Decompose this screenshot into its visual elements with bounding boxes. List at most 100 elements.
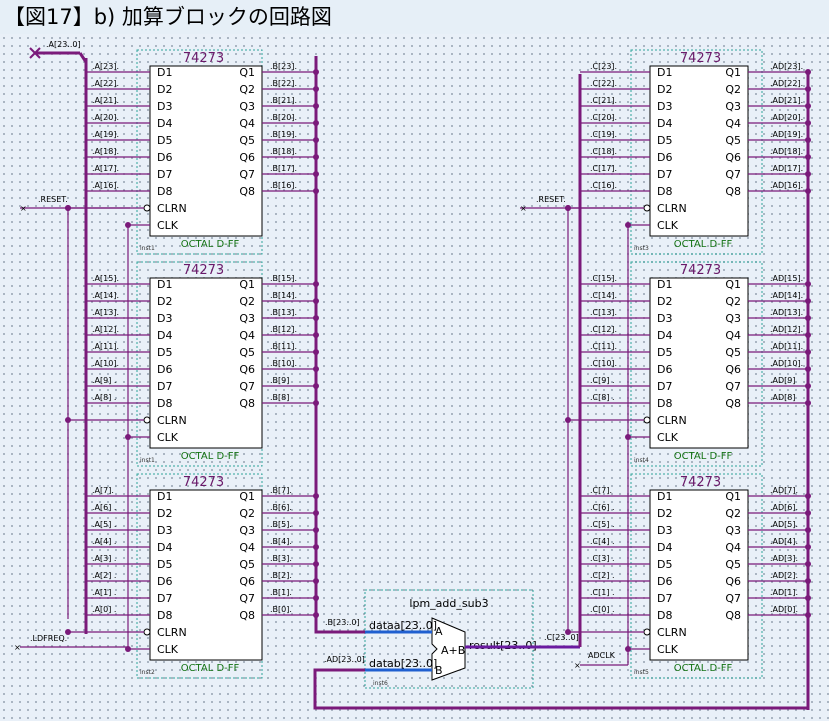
pin-d-label: D3 — [157, 312, 172, 325]
bus-tap-dot — [805, 383, 811, 389]
clk-junction-dot — [625, 222, 631, 228]
bus-tap-dot — [313, 281, 319, 287]
pin-d-label: D6 — [157, 575, 172, 588]
pin-d-label: D5 — [157, 558, 172, 571]
instance-label: inst1 — [140, 245, 155, 252]
output-net-label: .AD[11]. — [770, 342, 803, 351]
chip-frame — [136, 49, 263, 255]
adder-name-label: lpm_add_sub3 — [409, 597, 488, 610]
clrn-inversion-bubble — [143, 628, 151, 636]
instance-label: inst5 — [634, 669, 649, 676]
output-net-label: .AD[12]. — [770, 325, 803, 334]
chip-part-label: 74273 — [183, 263, 224, 278]
input-net-label: .C[2] . — [590, 571, 615, 580]
pin-q-label: Q7 — [239, 168, 255, 181]
pin-q-label: Q2 — [239, 507, 255, 520]
pin-clk-label: CLK — [157, 643, 179, 656]
instance-label: inst3 — [634, 245, 649, 252]
output-net-label: .B[21]. — [270, 96, 297, 105]
output-net-label: .B[19]. — [270, 130, 297, 139]
pin-q-label: Q3 — [725, 312, 741, 325]
pin-d-label: D1 — [157, 490, 172, 503]
pin-d-label: D1 — [657, 66, 672, 79]
clk-junction-dot — [125, 222, 131, 228]
input-net-label: .A[22]. — [92, 79, 119, 88]
output-net-label: .AD[14]. — [770, 291, 803, 300]
adder-datab-label: datab[23..0] — [369, 657, 437, 670]
adder-instance-label: inst6 — [373, 680, 388, 687]
reset-terminator-icon: × — [20, 204, 27, 213]
pin-q-label: Q4 — [239, 329, 255, 342]
output-net-label: .B[1]. — [270, 588, 292, 597]
pin-q-label: Q3 — [725, 100, 741, 113]
chip-frame — [630, 261, 763, 467]
input-net-label: .A[23]. — [92, 62, 119, 71]
input-net-label: .C[3] . — [590, 554, 615, 563]
input-net-label: .A[17]. — [92, 164, 119, 173]
bus-tap-dot — [805, 120, 811, 126]
pin-d-label: D8 — [157, 609, 172, 622]
pin-clrn-label: CLRN — [157, 626, 187, 639]
pin-d-label: D5 — [657, 346, 672, 359]
output-net-label: .B[15]. — [270, 274, 297, 283]
output-net-label: .AD[1]. — [770, 588, 798, 597]
bus-tap-dot — [313, 86, 319, 92]
pin-d-label: D7 — [657, 380, 672, 393]
pin-clrn-label: CLRN — [657, 202, 687, 215]
bus-tap-dot — [313, 171, 319, 177]
pin-d-label: D3 — [157, 524, 172, 537]
input-net-label: .C[1] . — [590, 588, 615, 597]
adclk-terminator-icon: × — [574, 661, 581, 670]
output-net-label: .B[14]. — [270, 291, 297, 300]
ldfreq-terminator-icon: × — [14, 643, 21, 652]
chip-part-label: 74273 — [183, 475, 224, 490]
output-net-label: .AD[22]. — [770, 79, 803, 88]
output-net-label: .AD[3]. — [770, 554, 798, 563]
pin-q-label: Q1 — [239, 490, 255, 503]
bus-tap-dot — [313, 366, 319, 372]
pin-q-label: Q8 — [239, 185, 255, 198]
pin-d-label: D2 — [657, 295, 672, 308]
chip-body — [649, 65, 749, 237]
pin-d-label: D8 — [657, 609, 672, 622]
output-net-label: .B[23]. — [270, 62, 297, 71]
clrn-junction-dot — [565, 629, 571, 635]
chip-frame — [136, 261, 263, 467]
input-net-label: .A[7]. — [92, 486, 114, 495]
output-net-label: .AD[6]. — [770, 503, 798, 512]
input-net-label: .C[0] . — [590, 605, 615, 614]
pin-q-label: Q4 — [725, 541, 741, 554]
pin-q-label: Q1 — [725, 278, 741, 291]
input-net-label: .C[19]. — [590, 130, 617, 139]
pin-d-label: D2 — [157, 507, 172, 520]
chip-type-label: OCTAL D-FF — [181, 451, 240, 462]
output-net-label: .AD[7]. — [770, 486, 798, 495]
input-net-label: .C[23]. — [590, 62, 617, 71]
bus-tap-dot — [805, 103, 811, 109]
a-bus-bend — [78, 52, 88, 63]
input-net-label: .A[9] . — [92, 376, 116, 385]
chip-type-label: OCTAL D-FF — [181, 663, 240, 674]
output-net-label: .AD[4]. — [770, 537, 798, 546]
pin-q-label: Q2 — [725, 83, 741, 96]
bus-tap-dot — [805, 493, 811, 499]
output-net-label: .B[10]. — [270, 359, 297, 368]
input-net-label: .A[12]. — [92, 325, 119, 334]
pin-q-label: Q3 — [239, 100, 255, 113]
clrn-inversion-bubble — [143, 416, 151, 424]
output-net-label: .B[20]. — [270, 113, 297, 122]
chip-type-label: OCTAL D-FF — [181, 239, 240, 250]
pin-d-label: D6 — [157, 151, 172, 164]
pin-d-label: D6 — [657, 575, 672, 588]
bus-tap-dot — [313, 510, 319, 516]
input-net-label: .A[6] . — [92, 503, 116, 512]
pin-d-label: D1 — [157, 66, 172, 79]
bus-tap-dot — [805, 315, 811, 321]
bus-tap-dot — [805, 544, 811, 550]
bus-tap-dot — [313, 383, 319, 389]
bus-tap-dot — [805, 137, 811, 143]
pin-d-label: D1 — [657, 490, 672, 503]
clrn-junction-dot — [565, 205, 571, 211]
input-net-label: .C[15]. — [590, 274, 617, 283]
